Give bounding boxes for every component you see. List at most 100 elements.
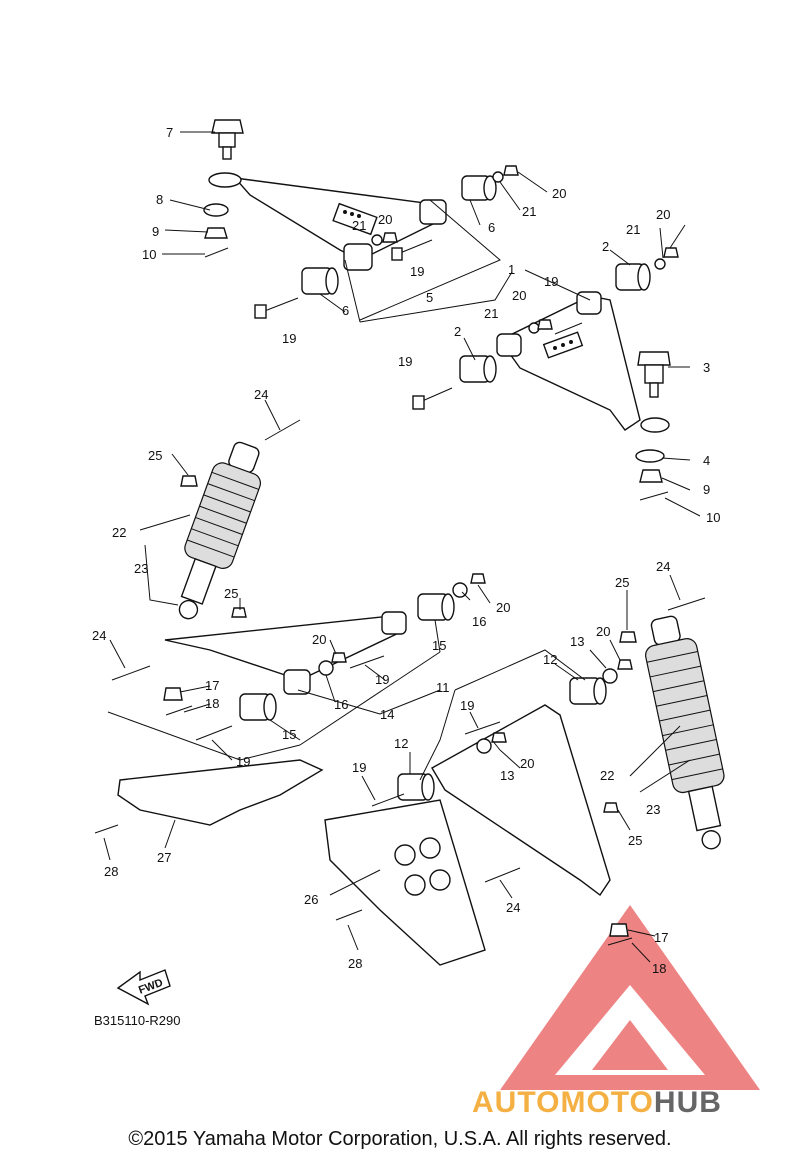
callout-11: 11 [436,680,450,695]
callout-17: 17 [205,678,219,693]
callout-19: 19 [544,274,558,289]
bushing-arm-upper-a [419,199,447,225]
callout-8: 8 [156,192,163,207]
callout-7: 7 [166,125,173,140]
watermark-part2: HUB [654,1086,722,1119]
nut-20d [537,319,553,330]
callout-19: 19 [352,760,366,775]
bushing-12b [397,773,435,801]
callout-16: 16 [472,614,486,629]
callout-5: 5 [426,290,433,305]
watermark-part1: AUTOMOTO [472,1086,654,1119]
ring-4 [635,449,665,463]
callout-22: 22 [600,768,614,783]
callout-20: 20 [596,624,610,639]
bushing-15b [239,693,277,721]
nut-25c [603,802,619,813]
callout-6: 6 [488,220,495,235]
nut-25d [619,631,637,643]
callout-22: 22 [112,525,126,540]
callout-24: 24 [254,387,268,402]
callout-23: 23 [134,561,148,576]
bolt-24d [667,597,706,611]
callout-21: 21 [626,222,640,237]
callout-2: 2 [602,239,609,254]
bushing-lower-arm-a [496,333,522,357]
nut-20h [491,732,507,743]
callout-13: 13 [570,634,584,649]
callout-27: 27 [157,850,171,865]
bushing-12a [569,677,607,705]
callout-28: 28 [104,864,118,879]
bushing-arm14-a [381,611,407,635]
leader-lines [103,131,701,963]
washer-21a [492,171,504,183]
callout-4: 4 [703,453,710,468]
callout-20: 20 [552,186,566,201]
callout-20: 20 [312,632,326,647]
bushing-2b [459,355,497,383]
cotter-pin-10-lower [639,491,669,501]
washer-21c [654,258,666,270]
callout-12: 12 [394,736,408,751]
callout-1: 1 [508,262,515,277]
callout-18: 18 [652,961,666,976]
nut-20a [503,165,519,176]
bolt-19h [371,793,405,807]
cotter-pin-18b [607,937,633,946]
nut-20g [617,659,633,670]
callout-21: 21 [484,306,498,321]
bolt-19d-head [412,395,425,410]
callout-20: 20 [496,600,510,615]
callout-labels: 7 8 9 10 20 21 6 21 20 19 6 5 19 1 2 20 … [92,125,720,976]
callout-9: 9 [703,482,710,497]
nut-9-lower [639,469,663,483]
washer-13b [476,738,492,754]
lower-arm-1 [498,295,641,431]
cotter-pin-10-upper [204,247,229,258]
callout-28: 28 [348,956,362,971]
callout-19: 19 [282,331,296,346]
nut-20f [331,652,347,663]
fwd-arrow-icon: FWD [116,969,171,1006]
washer-21d [528,322,540,334]
callout-9: 9 [152,224,159,239]
bushing-arm-upper-b [343,243,373,271]
callout-24: 24 [92,628,106,643]
bolt-19d [419,387,453,403]
watermark-logo [500,905,760,1090]
callout-19: 19 [460,698,474,713]
callout-20: 20 [520,756,534,771]
callout-13: 13 [500,768,514,783]
shock-absorber-right [645,615,725,850]
nut-20b [382,232,398,243]
ring-8 [203,203,229,217]
washer-21b [371,234,383,246]
bushing-6b [301,267,339,295]
bushing-15a [417,593,455,621]
boot-upper [208,172,242,188]
callout-26: 26 [304,892,318,907]
ball-joint-7 [211,119,244,160]
bushing-2a [615,263,651,291]
callout-17: 17 [654,930,668,945]
bolt-19a-head [391,247,403,261]
callout-14: 14 [380,707,394,722]
ball-joint-3 [637,351,671,398]
callout-6: 6 [342,303,349,318]
shock-absorber-left [178,441,262,620]
callout-24: 24 [506,900,520,915]
diagram-code: B315110-R290 [94,1013,181,1028]
nut-20c [663,247,679,258]
guard-26 [324,799,486,966]
callout-19: 19 [410,264,424,279]
callout-20: 20 [378,212,392,227]
nut-20e [470,573,486,584]
callout-20: 20 [512,288,526,303]
callout-25: 25 [628,833,642,848]
bolt-24a [264,419,301,441]
bolt-19c [554,322,583,335]
bolt-19a [399,239,433,254]
